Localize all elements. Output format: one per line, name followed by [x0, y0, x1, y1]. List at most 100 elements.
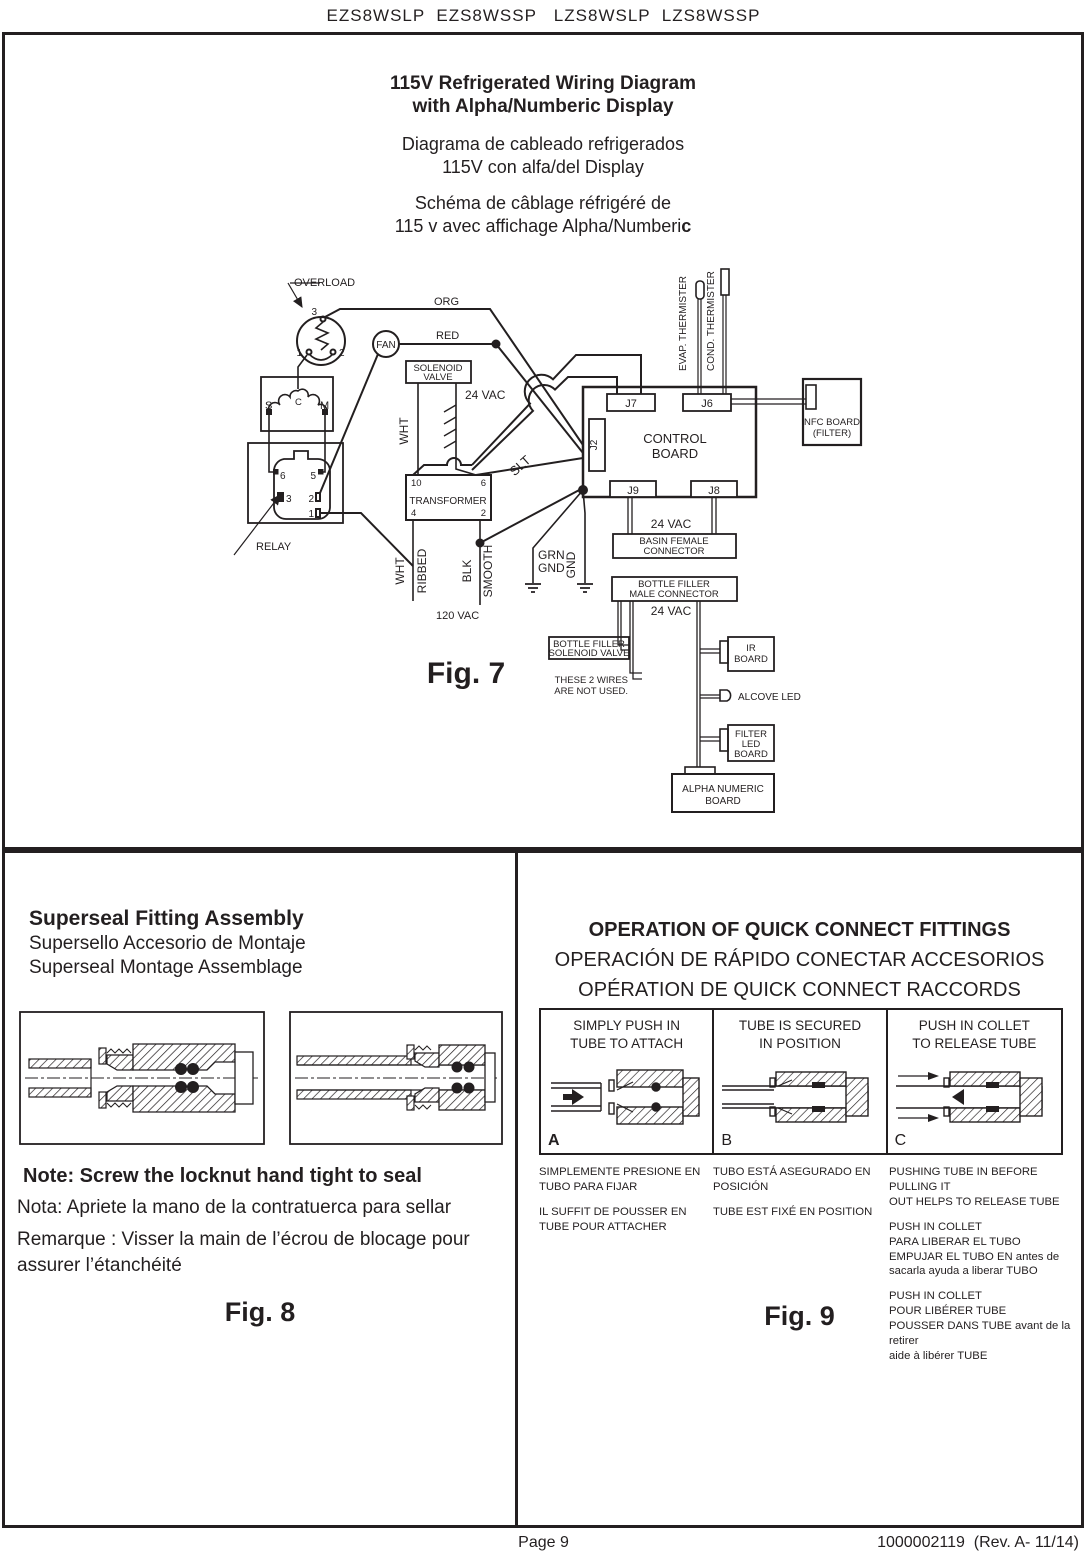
j7-connector — [606, 393, 656, 412]
svg-text:RIBBED: RIBBED — [415, 548, 429, 593]
fig7-label: Fig. 7 — [427, 657, 505, 690]
fig7-labels: OVERLOAD 3 1 2 S C M 6 5 3 2 1 RELAY FAN… — [256, 271, 860, 807]
alcove-led-label: ALCOVE LED — [738, 692, 801, 703]
qc-captions-c: PUSHING TUBE IN BEFORE PULLING IT OUT HE… — [889, 1165, 1079, 1374]
fig7-components — [405, 268, 863, 813]
svg-text:WHT: WHT — [393, 557, 407, 585]
org-label: ORG — [434, 296, 459, 308]
svg-text:GND: GND — [538, 561, 565, 575]
qc-header-a: SIMPLY PUSH IN TUBE TO ATTACH — [570, 1018, 684, 1051]
fig8-label: Fig. 8 — [224, 1297, 296, 1327]
svg-text:J8: J8 — [708, 485, 720, 497]
slt-label: SLT — [506, 452, 533, 478]
superseal-drawing-assembled — [289, 1011, 503, 1145]
svg-text:BOARD: BOARD — [652, 446, 698, 461]
superseal-title: Superseal Fitting Assembly — [29, 907, 304, 930]
compressor-motor — [260, 376, 334, 432]
qc-letter-b: B — [721, 1132, 732, 1149]
filter-led-board-box — [727, 724, 775, 762]
qc-captions: SIMPLEMENTE PRESIONE EN TUBO PARA FIJAR … — [539, 1165, 1079, 1374]
page-number: Page 9 — [518, 1534, 569, 1551]
qc-drawing-c — [896, 1071, 1044, 1123]
qc-caption: PUSH IN COLLET PARA LIBERAR EL TUBO EMPU… — [889, 1220, 1060, 1278]
qc-caption: IL SUFFIT DE POUSSER EN TUBE POUR ATTACH… — [539, 1205, 687, 1233]
qc-title-fr: OPÉRATION DE QUICK CONNECT RACCORDS — [578, 979, 1021, 1001]
qc-cell-a: SIMPLY PUSH IN TUBE TO ATTACH — [541, 1010, 715, 1153]
j8-connector — [690, 480, 738, 498]
red-label: RED — [436, 330, 459, 342]
svg-text:1: 1 — [296, 348, 302, 359]
overload-label: OVERLOAD — [294, 277, 355, 289]
svg-text:C: C — [295, 397, 302, 408]
superseal-note-en: Note: Screw the locknut hand tight to se… — [23, 1165, 422, 1187]
wiring-title-es-1: Diagrama de cableado refrigerados — [401, 134, 685, 154]
svg-text:5: 5 — [310, 471, 316, 482]
wiring-title-en-2: with Alpha/Numberic Display — [412, 96, 674, 117]
svg-text:BOARD: BOARD — [705, 796, 741, 807]
transformer-box — [405, 474, 492, 521]
120vac-label: 120 VAC — [436, 610, 479, 622]
svg-text:J6: J6 — [701, 398, 713, 410]
svg-text:3: 3 — [311, 307, 317, 318]
qc-captions-a: SIMPLEMENTE PRESIONE EN TUBO PARA FIJAR … — [539, 1165, 707, 1374]
alpha-numeric-board-connector — [684, 766, 716, 775]
24vac-bottle-label: 24 VAC — [651, 604, 692, 618]
transformer-label: TRANSFORMER — [409, 496, 486, 507]
document-number: 1000002119 (Rev. A- 11/14) — [877, 1534, 1079, 1551]
svg-text:2: 2 — [308, 494, 314, 505]
qc-caption: TUBO ESTÁ ASEGURADO EN POSICIÓN — [713, 1166, 871, 1193]
evap-thermistor-probe — [695, 280, 705, 300]
nfc-board-box — [801, 377, 863, 447]
ir-board-connector — [719, 640, 729, 664]
svg-text:4: 4 — [411, 508, 416, 519]
quick-connect-panel: OPERATION OF QUICK CONNECT FITTINGS OPER… — [515, 850, 1084, 1528]
bottle-filler-male-connector-box — [611, 576, 738, 602]
filter-led-board-connector — [719, 728, 729, 752]
svg-text:2: 2 — [339, 348, 345, 359]
nfc-connector — [805, 384, 817, 410]
svg-text:(FILTER): (FILTER) — [813, 428, 851, 439]
24vac-basin-label: 24 VAC — [651, 517, 692, 531]
relay — [247, 442, 344, 524]
svg-text:SOLENOID VALVE: SOLENOID VALVE — [549, 648, 630, 659]
wiring-title-es-2: 115V con alfa/del Display — [442, 157, 644, 177]
svg-text:SMOOTH: SMOOTH — [481, 545, 495, 598]
wiring-title-fr-1: Schéma de câblage réfrigéré de — [414, 193, 672, 213]
svg-text:J7: J7 — [625, 398, 637, 410]
qc-title-es: OPERACIÓN DE RÁPIDO CONECTAR ACCESORIOS — [554, 949, 1045, 971]
qc-steps-table: SIMPLY PUSH IN TUBE TO ATTACH — [539, 1008, 1063, 1155]
bottle-filler-solenoid-valve-box — [548, 636, 630, 660]
control-board-label: CONTROL — [643, 431, 707, 446]
wht-label: WHT — [397, 417, 411, 445]
wiring-title-fr-2: 115 v avec affichage Alpha/Numberic — [394, 216, 692, 236]
qc-caption: PUSH IN COLLET POUR LIBÉRER TUBE POUSSER… — [889, 1290, 1071, 1362]
superseal-subtitle-es: Supersello Accesorio de Montaje — [29, 933, 306, 954]
qc-title-en: OPERATION OF QUICK CONNECT FITTINGS — [588, 919, 1011, 941]
svg-text:CONNECTOR: CONNECTOR — [643, 546, 704, 557]
svg-text:NFC BOARD: NFC BOARD — [804, 417, 860, 428]
svg-text:VALVE: VALVE — [423, 372, 452, 383]
qc-cell-c: PUSH IN COLLET TO RELEASE TUBE — [888, 1010, 1061, 1153]
fig9-label: Fig. 9 — [764, 1301, 835, 1331]
qc-header-c: PUSH IN COLLET TO RELEASE TUBE — [912, 1018, 1037, 1051]
superseal-note-es: Nota: Apriete la mano de la contratuerca… — [17, 1197, 452, 1218]
basin-female-connector-box — [612, 533, 737, 559]
svg-text:FILTER: FILTER — [735, 729, 767, 740]
svg-text:J9: J9 — [627, 485, 639, 497]
cond-thermister-label: COND. THERMISTER — [706, 271, 717, 371]
svg-text:SOLENOID: SOLENOID — [413, 363, 462, 374]
svg-text:6: 6 — [481, 478, 486, 489]
svg-text:LED: LED — [742, 739, 761, 750]
svg-text:BOARD: BOARD — [734, 749, 768, 760]
j2-connector — [588, 418, 606, 472]
wiring-diagram-panel: 115V Refrigerated Wiring Diagram with Al… — [2, 32, 1084, 850]
svg-text:S: S — [265, 400, 272, 412]
models-header: EZS8WSLP EZS8WSSP LZS8WSLP LZS8WSSP — [326, 6, 761, 25]
svg-text:BOARD: BOARD — [734, 654, 768, 665]
svg-text:1: 1 — [308, 509, 314, 520]
superseal-drawing-exploded — [19, 1011, 265, 1145]
ir-board-box — [727, 636, 775, 672]
wiring-title-en-1: 115V Refrigerated Wiring Diagram — [389, 73, 697, 94]
svg-text:J2: J2 — [589, 439, 600, 450]
